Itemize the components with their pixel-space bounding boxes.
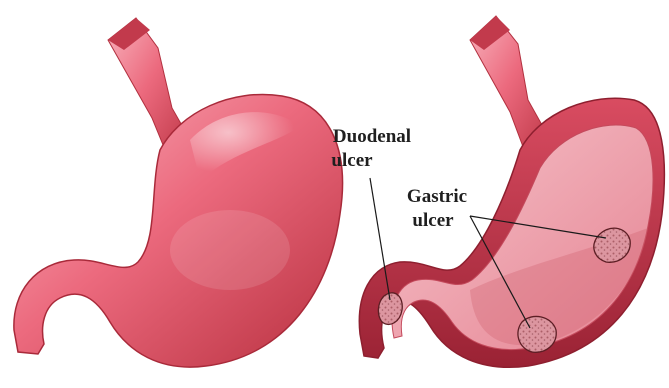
- gastric-ulcer-label-line2: ulcer: [412, 210, 454, 231]
- healthy-stomach: [14, 18, 343, 367]
- gastric-ulcer-label-line1: Gastric: [407, 186, 467, 207]
- duodenal-ulcer-label-line1: Duodenal: [333, 126, 411, 147]
- duodenal-ulcer: [378, 293, 402, 325]
- ulcerated-stomach: [359, 16, 664, 367]
- left-stomach-highlight: [170, 210, 290, 290]
- duodenal-ulcer-label-line2: ulcer: [331, 150, 373, 171]
- gastric-ulcer-lower: [518, 316, 556, 352]
